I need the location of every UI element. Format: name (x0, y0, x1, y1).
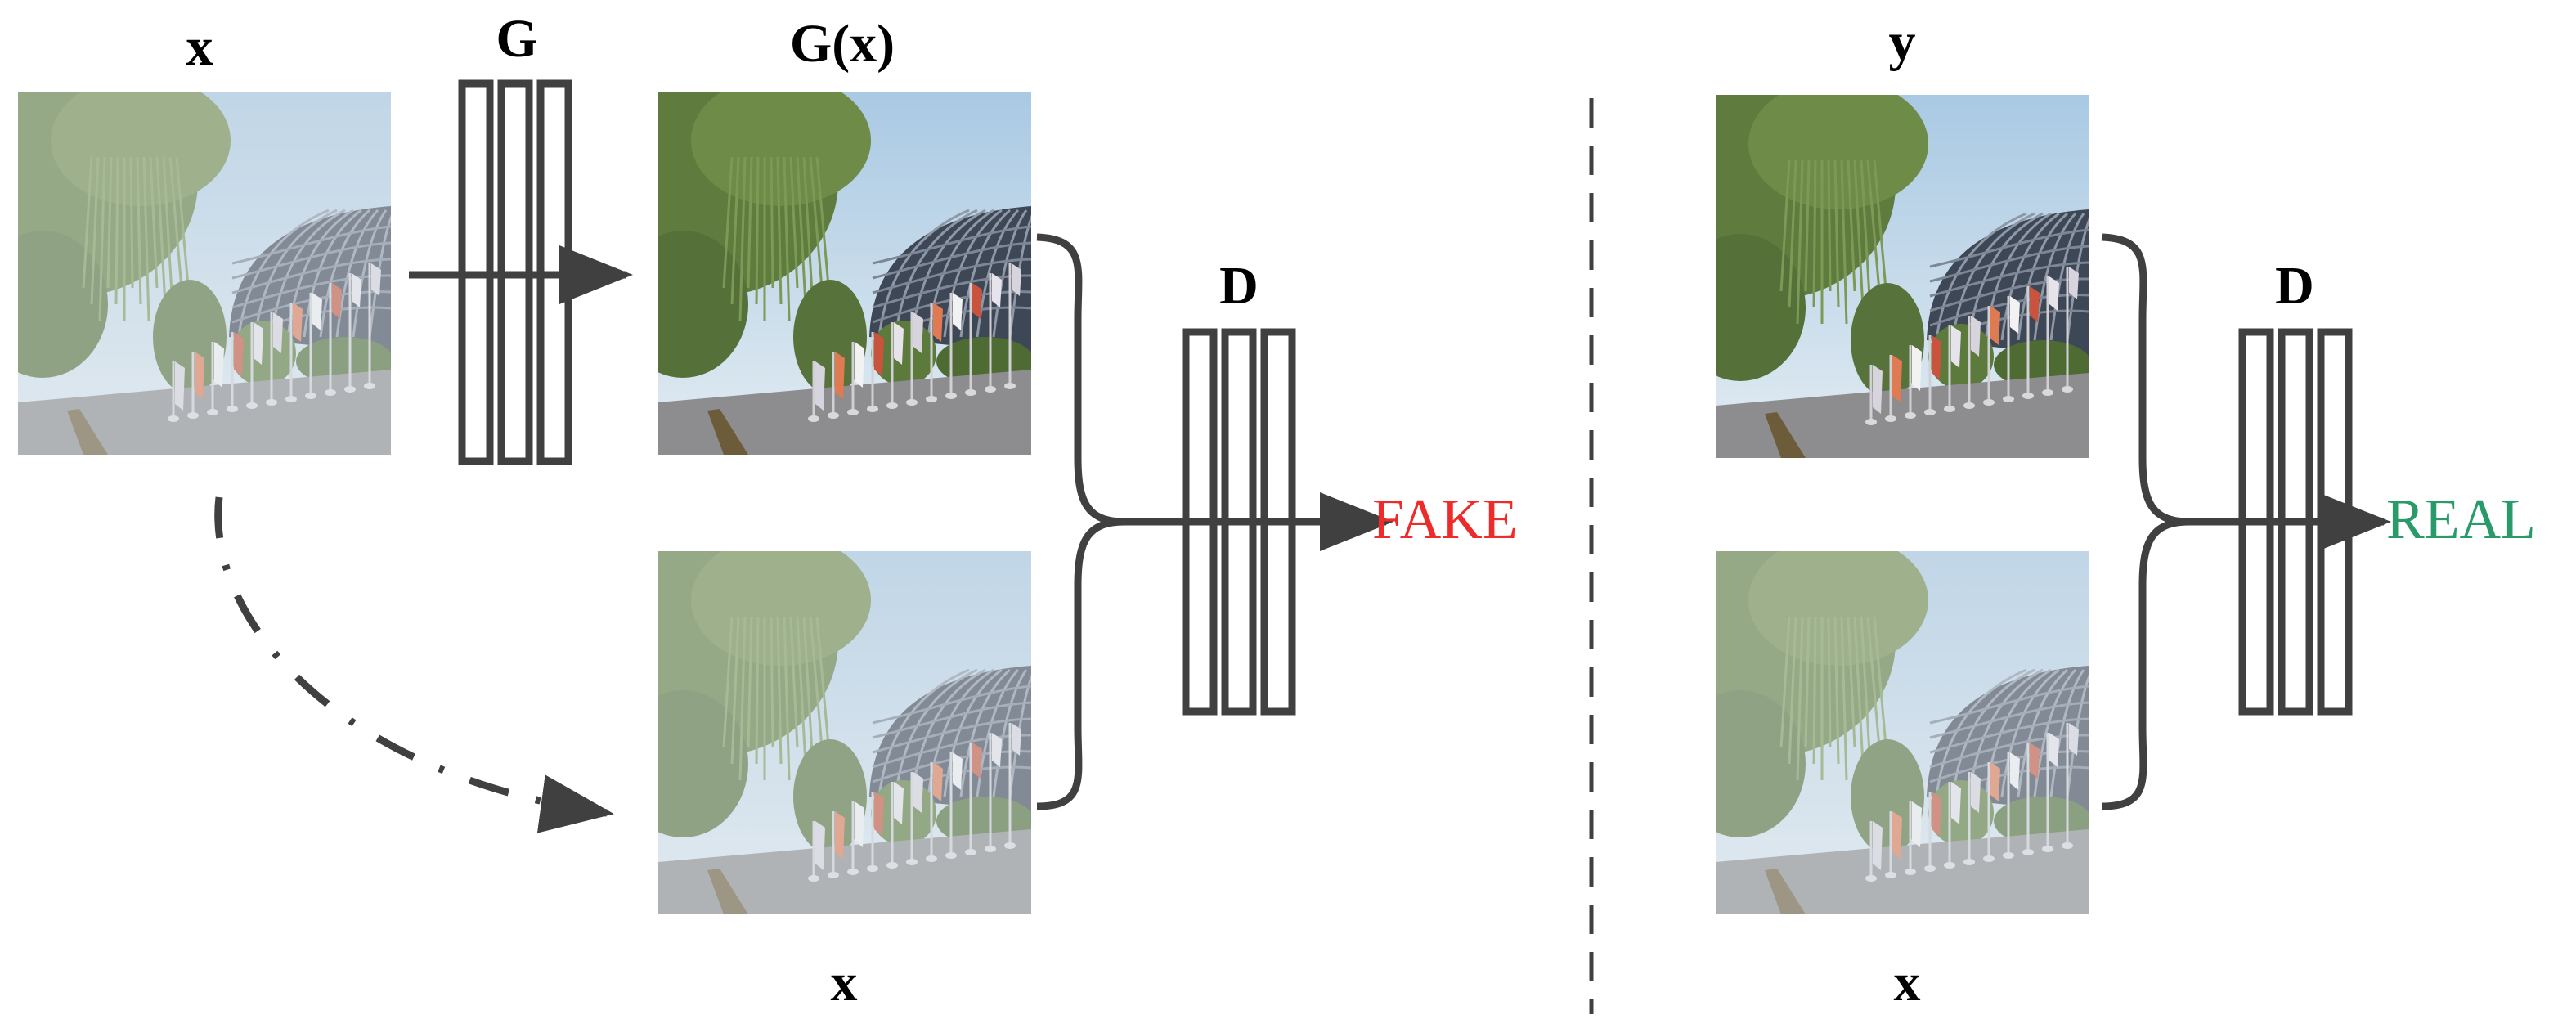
scene-photo-icon (658, 551, 1031, 914)
label-target-y: y (1888, 12, 1916, 72)
label-input-x-bottom: x (830, 953, 858, 1012)
generated-image (658, 92, 1031, 455)
input-image-hazy-copy (658, 551, 1031, 914)
output-fake: FAKE (1372, 488, 1518, 551)
right-brace-icon (2101, 233, 2190, 810)
output-real: REAL (2386, 488, 2536, 551)
copy-input-arrow (214, 496, 614, 833)
target-image-clear (1716, 95, 2089, 458)
left-brace-icon (1036, 233, 1125, 810)
label-discriminator-right: D (2275, 256, 2314, 316)
scene-photo-icon (1716, 95, 2089, 458)
label-input-x-top: x (186, 17, 213, 77)
scene-photo-icon (1716, 551, 2089, 914)
input-image-hazy-right (1716, 551, 2089, 914)
label-generated: G(x) (789, 14, 895, 74)
label-input-x-right: x (1893, 953, 1921, 1012)
input-image-hazy (18, 92, 391, 455)
label-discriminator-left: D (1219, 256, 1259, 316)
scene-photo-icon (18, 92, 391, 455)
label-generator: G (496, 9, 538, 69)
scene-photo-icon (658, 92, 1031, 455)
